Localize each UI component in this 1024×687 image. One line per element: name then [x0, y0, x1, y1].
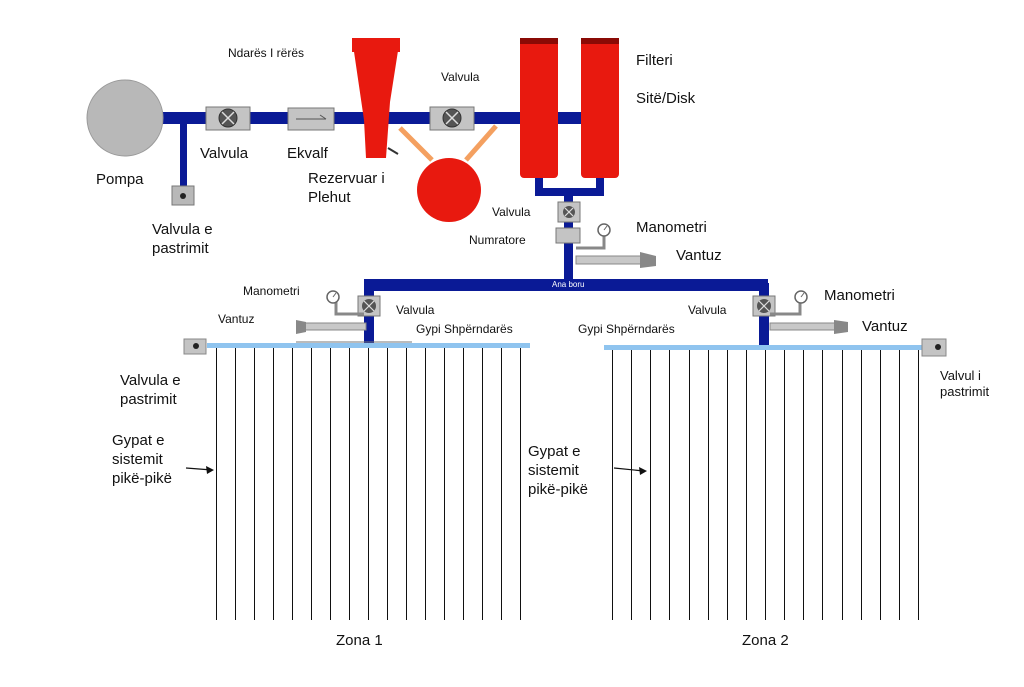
check-valve-label: Ekvalf	[287, 145, 328, 162]
flush-valve-zone1-label: Valvula e pastrimit	[120, 372, 181, 408]
flush-valve-zone1-icon	[183, 338, 207, 355]
manometer-top-icon	[576, 223, 611, 250]
flush-valve-left-icon	[171, 185, 195, 206]
water-meter-icon	[555, 227, 581, 244]
zone1-label: Zona 1	[336, 632, 383, 649]
valve-zone1-label: Valvula	[396, 303, 435, 317]
valve-zone2-icon	[752, 295, 776, 317]
filter-outlet-right	[596, 170, 604, 194]
manometer-zone1-label: Manometri	[243, 284, 300, 298]
valve-left-icon	[205, 106, 251, 131]
pump-drain-pipe	[180, 120, 187, 186]
sand-separator-icon	[352, 38, 400, 158]
filter-left-icon	[520, 38, 558, 178]
distributor-pipe-zone1	[207, 343, 530, 348]
drip-lines	[216, 348, 919, 620]
tank-label: Rezervuar i Plehut	[308, 170, 385, 206]
filter-type-label: Sitë/Disk	[636, 90, 696, 107]
vacuum-top-label: Vantuz	[676, 247, 722, 264]
distribution-main-pipe	[364, 279, 768, 291]
arrow-zone2-icon	[613, 467, 647, 475]
vacuum-zone2-icon	[769, 320, 848, 334]
drip-pipes-zone2-label: Gypat e sistemit pikë-pikë	[528, 443, 589, 498]
valve-left-label: Valvula	[200, 145, 249, 162]
valve-zone2-label: Valvula	[688, 303, 727, 317]
distributor-pipe-zone2	[604, 345, 922, 350]
valve-zone1-icon	[357, 295, 381, 317]
zone2-label: Zona 2	[742, 632, 789, 649]
flush-valve-left-label: Valvula e pastrimit	[152, 221, 213, 257]
drip-pipes-zone1-label: Gypat e sistemit pikë-pikë	[112, 432, 173, 487]
separator-label: Ndarës I rërës	[228, 46, 305, 60]
distributor-zone1-label: Gypi Shpërndarës	[416, 322, 513, 336]
manometer-zone2-icon	[770, 290, 808, 316]
filter-label: Filteri	[636, 52, 673, 69]
pump-icon	[86, 79, 164, 157]
flush-valve-zone2-label: Valvul i pastrimit	[940, 368, 990, 400]
arrow-zone1-icon	[185, 466, 214, 474]
valve-meter-icon	[557, 201, 581, 223]
vacuum-zone1-label: Vantuz	[218, 312, 255, 326]
manometer-top-label: Manometri	[636, 219, 707, 236]
vacuum-zone1-icon	[296, 320, 367, 334]
filter-outlet-left	[535, 170, 543, 194]
flush-valve-zone2-icon	[921, 338, 947, 357]
filter-right-icon	[581, 38, 619, 178]
manometer-zone1-icon	[326, 290, 364, 316]
check-valve-icon	[287, 107, 335, 131]
valve-meter-label: Valvula	[492, 205, 531, 219]
valve-top-icon	[429, 106, 475, 131]
fertilizer-tank-icon	[398, 124, 498, 222]
pump-label: Pompa	[96, 171, 144, 188]
vacuum-zone2-label: Vantuz	[862, 318, 908, 335]
manometer-zone2-label: Manometri	[824, 287, 895, 304]
meter-label: Numratore	[469, 233, 526, 247]
valve-top-label: Valvula	[441, 70, 480, 84]
distributor-zone2-label: Gypi Shpërndarës	[578, 322, 675, 336]
main-pipe-label: Ana boru	[552, 280, 585, 289]
vacuum-top-icon	[575, 252, 656, 268]
